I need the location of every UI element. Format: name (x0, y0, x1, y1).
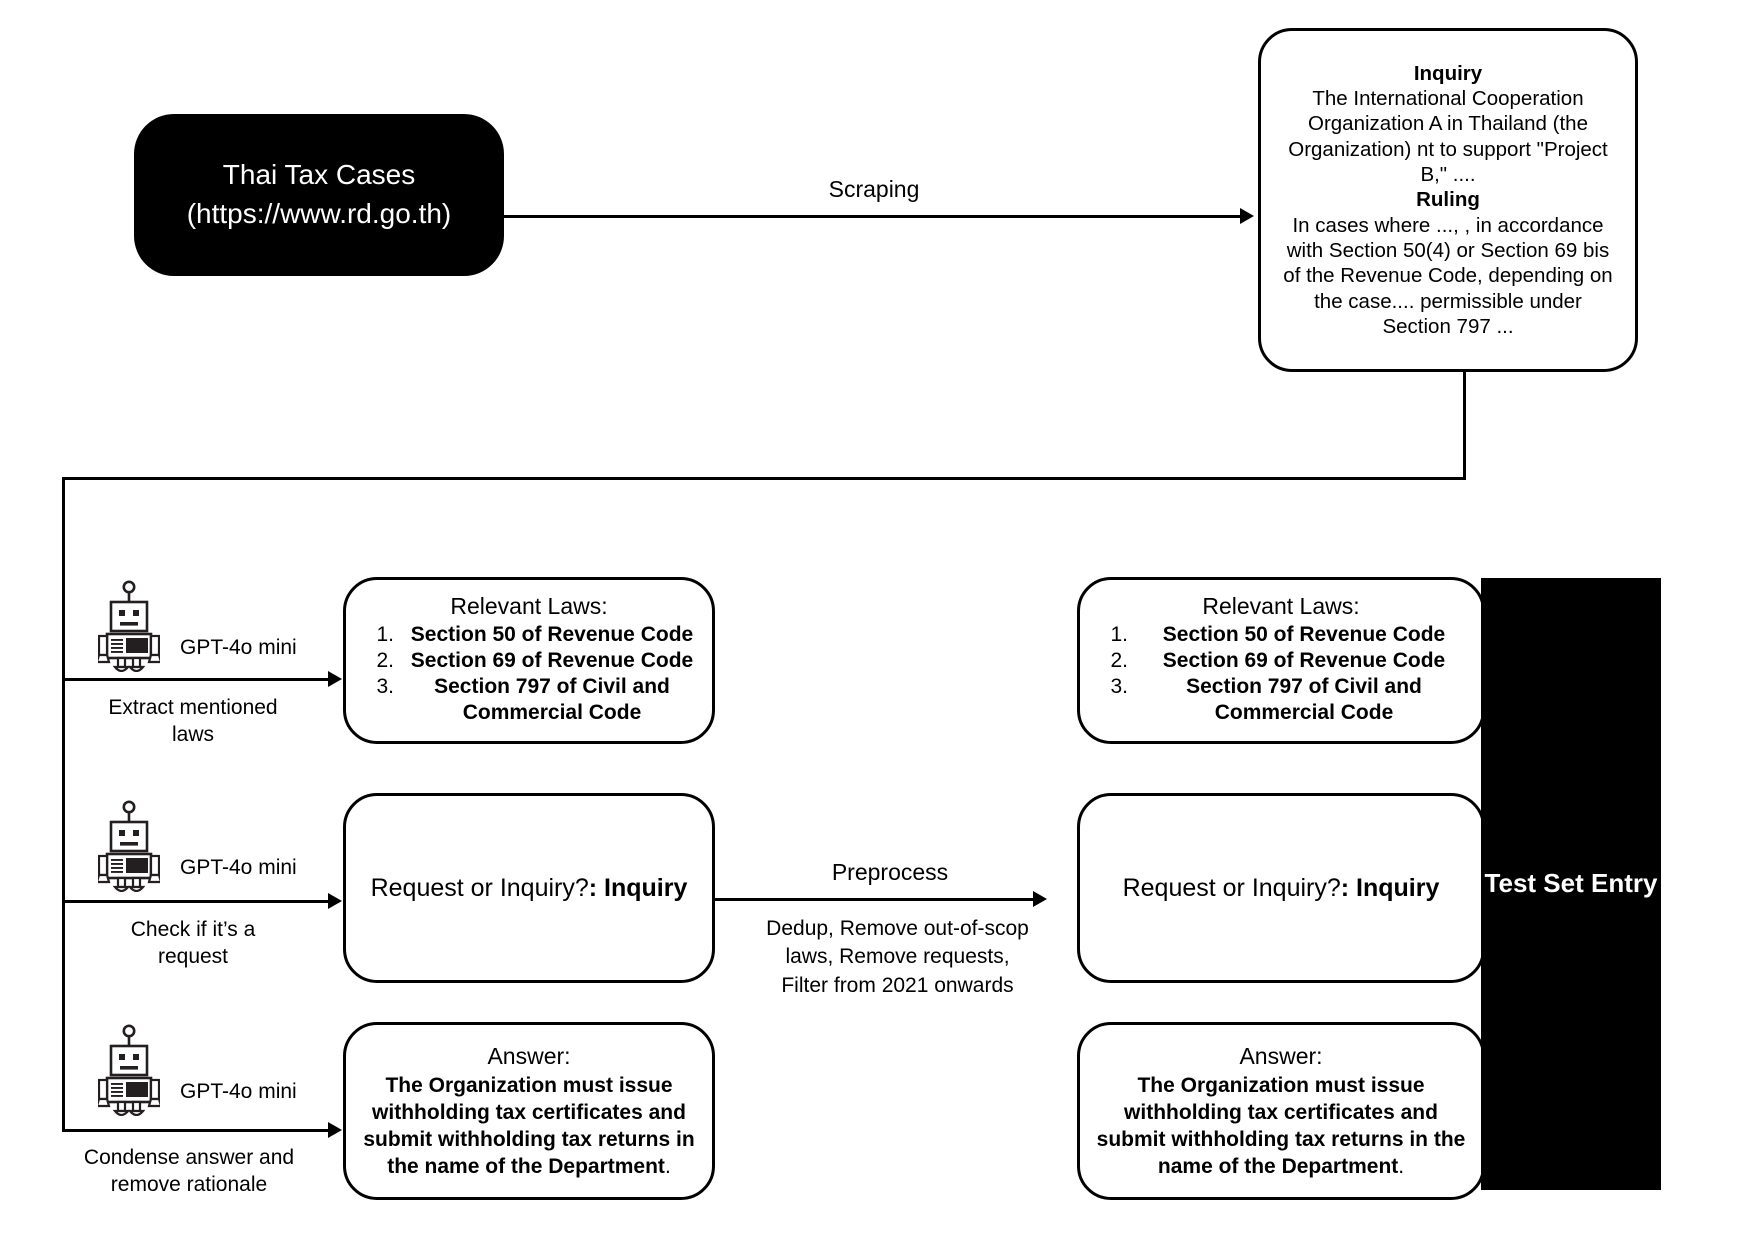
answer-box-left[interactable]: Answer: The Organization must issue with… (343, 1022, 715, 1200)
list-item-number: 3. (1110, 675, 1128, 698)
list-item-label: Section 69 of Revenue Code (410, 648, 694, 672)
list-item-number: 3. (376, 675, 394, 698)
source-node[interactable]: Thai Tax Cases (https://www.rd.go.th) (134, 114, 504, 276)
edge-branch-3 (62, 1129, 330, 1132)
edge-label-preprocess: Preprocess (831, 859, 949, 885)
edge-branch-1 (62, 678, 330, 681)
list-item-number: 1. (1110, 622, 1128, 646)
relevant-laws-list: 1. Section 50 of Revenue Code 2. Section… (360, 622, 698, 727)
source-node-name: Thai Tax Cases (222, 159, 416, 191)
edge-scraping-arrowhead (1240, 208, 1254, 224)
relevant-laws-title: Relevant Laws: (450, 592, 608, 619)
answer-text-value: The Organization must issue withholding … (1096, 1073, 1466, 1178)
classification-box-left[interactable]: Request or Inquiry?: Inquiry (343, 793, 715, 983)
answer-title: Answer: (487, 1042, 571, 1069)
list-item-label: Section 797 of Civil and Commercial Code (434, 675, 670, 725)
inquiry-heading: Inquiry (1413, 61, 1483, 85)
list-item-number: 2. (376, 648, 394, 672)
task-label-2: Check if it’s a request (130, 918, 256, 969)
robot-icon (98, 1024, 160, 1116)
list-item-label: Section 69 of Revenue Code (1162, 648, 1446, 672)
answer-box-right[interactable]: Answer: The Organization must issue with… (1077, 1022, 1485, 1200)
classification-question: Request or Inquiry? (1122, 873, 1341, 902)
list-item: 3. Section 797 of Civil and Commercial C… (360, 674, 698, 727)
answer-text-period: . (664, 1154, 671, 1178)
list-item: 1. Section 50 of Revenue Code (1094, 622, 1468, 648)
answer-text-period: . (1398, 1154, 1405, 1178)
edge-rawcase-down (1463, 372, 1466, 480)
edge-scraping-line (504, 215, 1242, 218)
raw-case-node[interactable]: Inquiry The International Cooperation Or… (1258, 28, 1638, 372)
list-item-label: Section 50 of Revenue Code (1162, 622, 1446, 646)
inquiry-text: The International Cooperation Organizati… (1288, 87, 1608, 187)
list-item-label: Section 797 of Civil and Commercial Code (1186, 675, 1422, 725)
edge-branch-2-arrowhead (328, 893, 342, 909)
test-set-entry-label: Test Set Entry (1484, 868, 1658, 899)
classification-line: Request or Inquiry?: Inquiry (1123, 874, 1440, 903)
answer-title: Answer: (1239, 1042, 1323, 1069)
edge-left-rail (62, 477, 65, 1132)
classification-line: Request or Inquiry?: Inquiry (371, 874, 688, 903)
model-label-1: GPT-4o mini (180, 636, 297, 659)
list-item-number: 1. (376, 622, 394, 646)
list-item-number: 2. (1110, 648, 1128, 672)
task-label-3: Condense answer and remove rationale (83, 1146, 295, 1197)
list-item: 1. Section 50 of Revenue Code (360, 622, 698, 648)
ruling-heading: Ruling (1416, 188, 1480, 212)
edge-branch-2 (62, 900, 330, 903)
classification-answer: : Inquiry (1340, 873, 1440, 902)
robot-icon (98, 800, 160, 892)
edge-label-scraping: Scraping (828, 176, 920, 202)
relevant-laws-box-right[interactable]: Relevant Laws: 1. Section 50 of Revenue … (1077, 577, 1485, 744)
edge-branch-1-arrowhead (328, 671, 342, 687)
robot-icon (98, 580, 160, 672)
ruling-text: In cases where ..., , in accordance with… (1283, 213, 1613, 338)
classification-box-right[interactable]: Request or Inquiry?: Inquiry (1077, 793, 1485, 983)
list-item: 2. Section 69 of Revenue Code (360, 648, 698, 674)
classification-question: Request or Inquiry? (370, 873, 589, 902)
source-node-url: (https://www.rd.go.th) (186, 198, 452, 229)
task-label-1: Extract mentioned laws (108, 696, 278, 747)
list-item: 3. Section 797 of Civil and Commercial C… (1094, 674, 1468, 727)
model-label-3: GPT-4o mini (180, 1080, 297, 1103)
list-item: 2. Section 69 of Revenue Code (1094, 648, 1468, 674)
list-item-label: Section 50 of Revenue Code (410, 622, 694, 646)
classification-answer: : Inquiry (588, 873, 688, 902)
edge-branch-3-arrowhead (328, 1122, 342, 1138)
edge-preprocess-arrowhead (1033, 891, 1047, 907)
edge-preprocess-line (715, 898, 1035, 901)
answer-text-value: The Organization must issue withholding … (363, 1073, 695, 1178)
relevant-laws-title: Relevant Laws: (1202, 592, 1360, 619)
answer-text: The Organization must issue withholding … (360, 1073, 698, 1181)
edge-label-preprocess-detail: Dedup, Remove out-of-scop laws, Remove r… (766, 917, 1029, 997)
relevant-laws-list: 1. Section 50 of Revenue Code 2. Section… (1094, 622, 1468, 727)
answer-text: The Organization must issue withholding … (1094, 1073, 1468, 1181)
model-label-2: GPT-4o mini (180, 856, 297, 879)
edge-rawcase-left (62, 477, 1466, 480)
test-set-entry-block[interactable]: Test Set Entry (1481, 578, 1661, 1190)
relevant-laws-box-left[interactable]: Relevant Laws: 1. Section 50 of Revenue … (343, 577, 715, 744)
